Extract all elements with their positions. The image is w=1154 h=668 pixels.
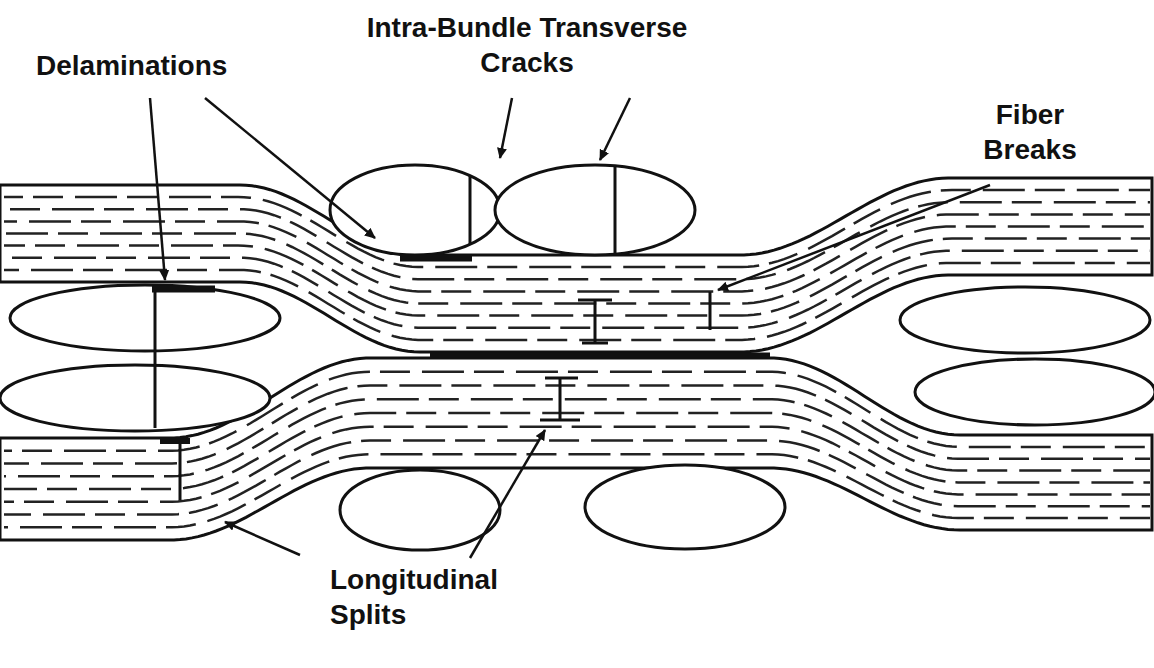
tow-section [900, 287, 1150, 353]
leader-line [500, 98, 512, 158]
fiber-break [578, 300, 612, 343]
transverse-crack [469, 176, 472, 244]
cross-tows [0, 165, 1154, 550]
leader-line [600, 98, 630, 160]
longitudinal-split [430, 353, 770, 358]
callout-label: Delaminations [36, 48, 296, 83]
transverse-crack [614, 166, 617, 254]
fiber-break [540, 378, 580, 420]
leader-line [718, 185, 990, 290]
transverse-crack [154, 288, 157, 428]
fiber-line [4, 427, 1150, 502]
leader-line [205, 98, 375, 238]
tow-section [0, 365, 270, 431]
tow-section [330, 165, 500, 255]
tow-section [10, 285, 280, 351]
delamination [152, 286, 215, 293]
delamination [400, 255, 472, 262]
fiber-line [4, 454, 1150, 527]
leader-line [470, 430, 545, 558]
transverse-crack [179, 443, 182, 500]
fiber-break [709, 292, 712, 330]
tow-section [495, 165, 695, 255]
longitudinal-split [160, 438, 190, 444]
callout-label: Fiber Breaks [965, 97, 1095, 167]
leader-lines [150, 98, 990, 558]
tow-section [585, 465, 785, 549]
fiber-line [4, 441, 1150, 515]
tow-section [340, 470, 500, 550]
leader-line [150, 98, 165, 280]
damage-marks [152, 166, 770, 500]
leader-line [225, 522, 300, 555]
tow-section [915, 359, 1154, 425]
callout-label: Intra-Bundle Transverse Cracks [362, 10, 692, 80]
callout-label: Longitudinal Splits [330, 562, 560, 632]
